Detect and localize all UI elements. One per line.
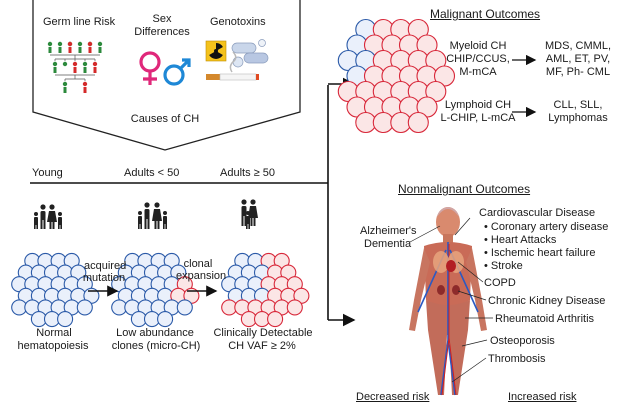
normal-cell xyxy=(76,299,93,316)
copd-label: COPD xyxy=(484,277,516,289)
nonmalignant-title: Nonmalignant Outcomes xyxy=(398,182,531,196)
age-young-label: Young xyxy=(32,167,63,179)
cvd-item-4: • Stroke xyxy=(484,260,523,272)
normal-cell xyxy=(176,299,193,316)
causes-title: Causes of CH xyxy=(130,113,200,125)
mutant-cell xyxy=(286,299,303,316)
cvd-item-2-text: Heart Attacks xyxy=(490,234,557,246)
cvd-item-4-text: Stroke xyxy=(490,260,523,272)
pills-icon xyxy=(231,39,269,68)
normal-cell xyxy=(157,311,174,328)
age-over50-label: Adults ≥ 50 xyxy=(220,167,275,179)
age-under50-label: Adults < 50 xyxy=(124,167,180,179)
ra-label: Rheumatoid Arthritis xyxy=(495,313,595,325)
young-people-icon xyxy=(34,204,62,229)
clonal-label-line1: clonal xyxy=(183,258,213,270)
cvd-item-3-text: Ischemic heart failure xyxy=(490,247,596,259)
cvd-item-1-text: Coronary artery disease xyxy=(490,221,609,233)
clinical-cells-cluster xyxy=(221,252,310,328)
lymphoid-line2: L-CHIP, L-mCA xyxy=(440,112,516,124)
lymphoid-outcome-line2: Lymphomas xyxy=(548,112,608,124)
germline-risk-label: Germ line Risk xyxy=(43,16,116,28)
alzheimers-label-line2: Dementia xyxy=(364,238,412,250)
malignant-title: Malignant Outcomes xyxy=(430,7,541,21)
low-abundance-cells-cluster xyxy=(111,252,200,328)
decreased-risk-label: Decreased risk xyxy=(356,391,430,403)
low-abundance-label-line1: Low abundance xyxy=(116,327,194,339)
normal-label-line2: hematopoiesis xyxy=(17,340,89,352)
cvd-item-1: • Coronary artery disease xyxy=(484,221,609,233)
cvd-title: Cardiovascular Disease xyxy=(479,207,596,219)
sex-label-line2: Differences xyxy=(134,26,190,38)
normal-cells-cluster xyxy=(11,252,100,328)
cvd-item-2: • Heart Attacks xyxy=(484,234,557,246)
myeloid-line3: M-mCA xyxy=(459,66,497,78)
malignant-cells-cluster xyxy=(337,18,456,134)
cigarette-icon xyxy=(206,51,259,81)
adults-under50-icon xyxy=(138,202,167,229)
myeloid-outcome-line1: MDS, CMML, xyxy=(545,40,611,52)
normal-label-line1: Normal xyxy=(36,327,72,339)
mutant-cell xyxy=(267,311,284,328)
adults-over50-icon xyxy=(241,199,258,229)
male-icon xyxy=(163,58,191,86)
sex-label-line1: Sex xyxy=(152,13,172,25)
ckd-label: Chronic Kidney Disease xyxy=(488,295,606,307)
clinical-label-line1: Clinically Detectable xyxy=(213,327,313,339)
low-abundance-label-line2: clones (micro-CH) xyxy=(111,340,201,352)
human-body-figure xyxy=(409,207,487,396)
normal-cell xyxy=(57,311,74,328)
clonal-label-line2: expansion xyxy=(176,270,227,282)
mutant-cell xyxy=(407,111,429,134)
genotoxins-label: Genotoxins xyxy=(210,16,266,28)
leader-lines xyxy=(409,217,493,383)
clinical-label-line2: CH VAF ≥ 2% xyxy=(228,340,296,352)
osteoporosis-label: Osteoporosis xyxy=(490,335,555,347)
lymphoid-line1: Lymphoid CH xyxy=(444,99,512,111)
acquired-label-line2: mutation xyxy=(82,272,126,284)
myeloid-outcome-line3: MF, Ph- CML xyxy=(545,66,611,78)
myeloid-outcome-line2: AML, ET, PV, xyxy=(545,53,611,65)
myeloid-line2: CHIP/CCUS, xyxy=(446,53,510,65)
myeloid-line1: Myeloid CH xyxy=(449,40,507,52)
thrombosis-label: Thrombosis xyxy=(488,353,546,365)
main-axis-line xyxy=(30,85,329,184)
increased-risk-label: Increased risk xyxy=(508,391,577,403)
cvd-item-3: • Ischemic heart failure xyxy=(484,247,596,259)
alzheimers-label-line1: Alzheimer's xyxy=(360,225,417,237)
lymphoid-outcome-line1: CLL, SLL, xyxy=(553,99,603,111)
acquired-label-line1: acquired xyxy=(84,260,127,272)
female-icon xyxy=(139,51,161,85)
causes-box xyxy=(32,0,301,151)
radiation-icon xyxy=(205,40,227,62)
pedigree-icon xyxy=(47,41,103,93)
